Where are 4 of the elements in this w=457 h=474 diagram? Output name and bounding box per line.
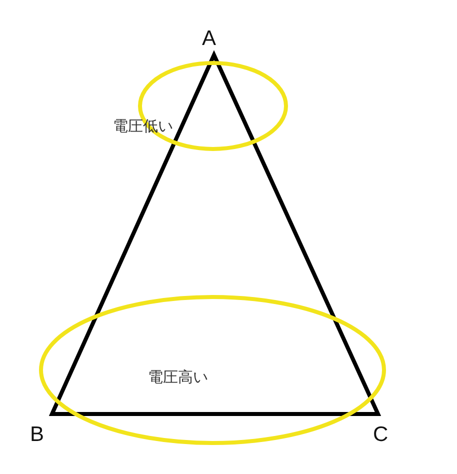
voltage-label: 電圧高い [148,370,208,385]
vertex-label: A [202,28,216,49]
vertex-label: C [373,424,388,445]
vertex-label: B [30,424,44,445]
